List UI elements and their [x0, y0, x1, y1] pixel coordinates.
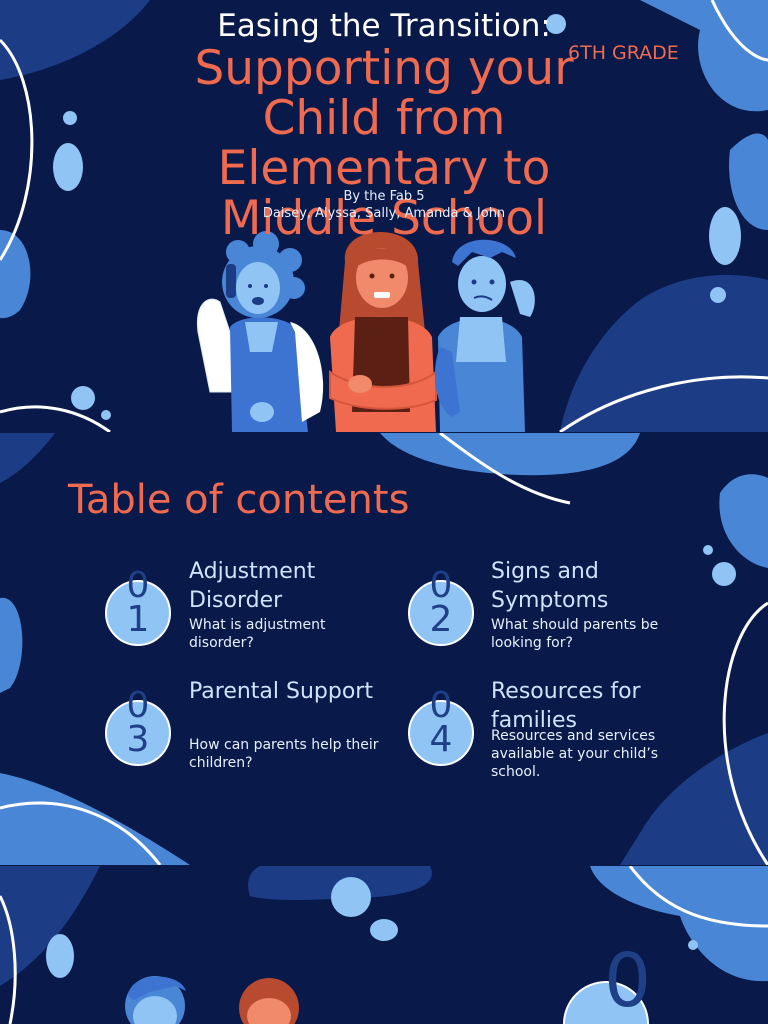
item-title-1: Adjustment Disorder [189, 559, 316, 613]
person-arms-crossed [329, 232, 437, 432]
title-line-4: Middle School [220, 191, 548, 246]
background-blobs [0, 866, 768, 1024]
person-on-phone [196, 231, 324, 432]
main-title: Supporting your Child from Elementary to… [130, 44, 638, 244]
toc-title: Table of contents [68, 477, 410, 523]
item-desc-4: Resources and services available at your… [491, 728, 659, 780]
title-line-2: Child from [262, 91, 506, 146]
slide-title: Easing the Transition: 6TH GRADE Support… [0, 0, 768, 432]
item-title-4: Resources for families [491, 679, 641, 733]
background-blobs [0, 0, 768, 432]
number-circle-4 [408, 700, 474, 766]
item-number-1: 0 1 [126, 565, 150, 640]
author-names: Daisey, Alyssa, Sally, Amanda & John [262, 206, 506, 221]
people-illustration [196, 231, 535, 432]
item-title-3: Parental Support [189, 679, 373, 704]
section-number: 0 [604, 938, 652, 1024]
number-circle-3 [105, 700, 171, 766]
pre-title: Easing the Transition: [217, 8, 551, 44]
background-blobs [0, 433, 768, 865]
number-circle-1 [105, 580, 171, 646]
grade-label: 6TH GRADE [568, 42, 679, 64]
item-number-2: 0 2 [429, 565, 453, 640]
person-confused [434, 239, 535, 432]
title-line-3: Elementary to [217, 141, 551, 196]
number-circle-2 [408, 580, 474, 646]
item-desc-3: How can parents help their children? [189, 737, 379, 771]
byline: By the Fab 5 [343, 189, 425, 204]
slide-table-of-contents: Table of contents 0 1 Adjustment Disorde… [0, 433, 768, 865]
slide-partial: 0 [0, 866, 768, 1024]
item-desc-2: What should parents be looking for? [491, 617, 659, 651]
title-line-1: Supporting your [194, 41, 574, 96]
item-desc-1: What is adjustment disorder? [189, 617, 326, 651]
item-number-4: 0 4 [429, 685, 453, 760]
item-number-3: 0 3 [126, 685, 150, 760]
item-title-2: Signs and Symptoms [491, 559, 609, 613]
author-block: By the Fab 5 Daisey, Alyssa, Sally, Aman… [0, 188, 768, 222]
